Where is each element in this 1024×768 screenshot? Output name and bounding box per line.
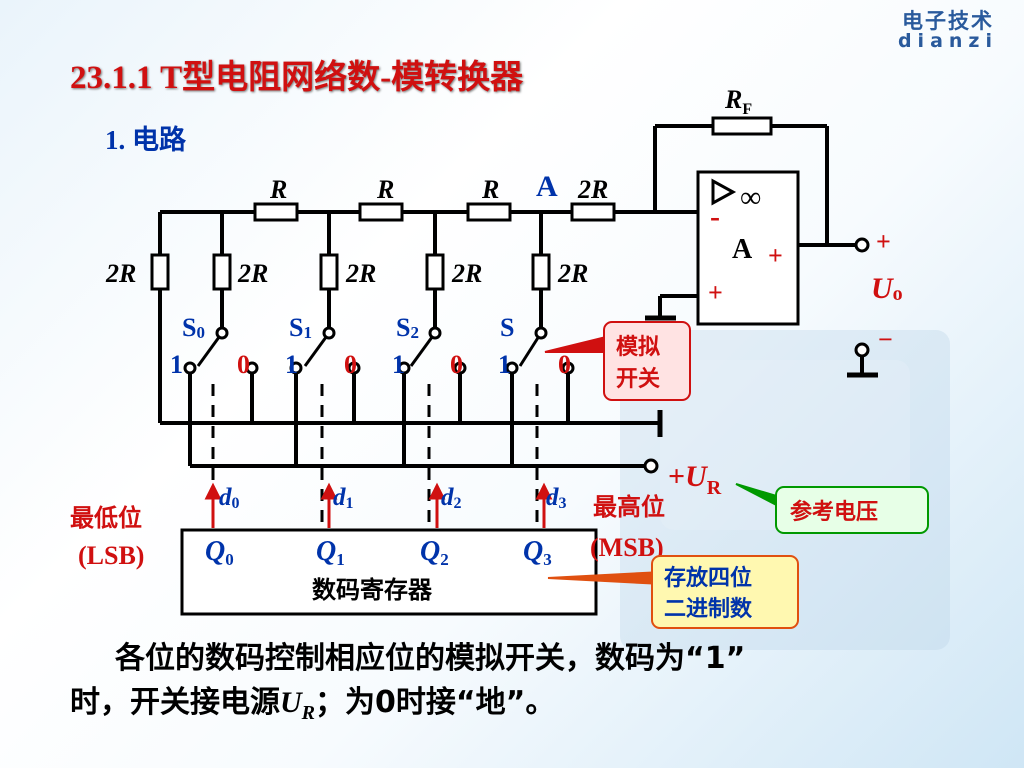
logo-line1: 电子技术 [901,9,994,33]
storage-text: 二进制数 [664,596,753,622]
output-terminal-plus [854,237,870,253]
control-dashes [211,384,539,530]
ur-terminal [643,458,659,474]
q-label: Q3 [523,536,552,569]
resistor-r [466,202,512,222]
opamp-plus-out: + [768,241,783,270]
analog-switch-text: 开关 [616,367,660,392]
resistor-2r [150,253,170,291]
switch-label: S1 [289,313,312,342]
switch-zero: 0 [344,350,357,379]
switch-one: 1 [498,350,511,379]
opamp-box [696,170,800,326]
lsb-label-cn: 最低位 [70,504,142,532]
q-label: Q2 [420,536,449,569]
r-label-2r: 2R [557,259,588,288]
resistors [150,116,773,291]
ground-symbols [645,315,878,437]
logo-line2: dianzi [897,30,998,53]
switch-label: S [500,313,514,342]
r-label-2r: 2R [105,259,136,288]
bit-label: d3 [546,484,567,512]
switch-zero: 0 [237,350,250,379]
register-box [180,528,598,616]
opamp-label: A [732,234,753,265]
opamp-infinity: ∞ [740,181,761,214]
rf-label: RF [724,85,752,118]
resistor-2r [425,253,445,291]
msb-label-en: (MSB) [590,533,664,562]
r-label: R [269,175,287,204]
opamp-minus: - [710,200,720,233]
node-a-label: A [536,170,558,203]
switch-one: 1 [392,350,405,379]
switch-label: S2 [396,313,419,342]
output-plus: + [876,227,891,256]
switch-one: 1 [285,350,298,379]
reference-text: 参考电压 [790,499,878,525]
output-voltage-label: Uo [871,272,903,305]
output-terminal-minus [854,342,870,358]
section-heading: 1. 电路 [105,125,186,155]
r-label: R [376,175,394,204]
opamp-triangle-icon [711,178,737,206]
register-label: 数码寄存器 [312,576,433,604]
description-line2: 时，开关接电源UR；为0时接“地”。 [70,685,556,724]
resistor-2r [212,253,232,291]
resistor-rf [711,116,773,136]
q-label: Q0 [205,536,234,569]
reference-callout [775,486,929,534]
ur-label: +UR [668,460,722,499]
r-label-2r: 2R [345,259,376,288]
analog-switch-text: 模拟 [616,335,660,360]
bit-label: d2 [441,484,462,512]
resistor-2r [570,202,616,222]
r-label: R [481,175,499,204]
bit-label: d0 [219,484,240,512]
msb-label-cn: 最高位 [593,493,665,521]
bit-arrows [204,482,553,528]
switch-zero: 0 [450,350,463,379]
storage-text: 存放四位 [664,565,752,591]
switches: S0 S1 S2 S 1 1 1 1 0 0 0 0 [170,313,575,379]
switch-label: S0 [182,313,205,342]
q-label: Q1 [316,536,345,569]
resistor-r [358,202,404,222]
resistor-r [253,202,299,222]
analog-switch-pointer [544,334,611,353]
switch-zero: 0 [558,350,571,379]
page-title: 23.1.1 T型电阻网络数-模转换器 [70,60,524,96]
bit-label: d1 [333,484,354,512]
lsb-label-en: (LSB) [78,541,144,570]
storage-callout [651,555,799,629]
opamp-plus-in: + [708,278,723,307]
wires [158,124,864,468]
output-minus: − [878,325,893,354]
r-label-2r: 2R [237,259,268,288]
r-label-2r: 2R [451,259,482,288]
description-line1: 各位的数码控制相应位的模拟开关，数码为“1” [115,641,746,676]
analog-switch-callout [603,321,691,401]
resistor-2r [319,253,339,291]
r-label-2r: 2R [577,175,608,204]
description: 各位的数码控制相应位的模拟开关，数码为“1” 时，开关接电源UR；为0时接“地”… [70,637,970,735]
logo: 电子技术 dianzi [898,10,998,52]
switch-one: 1 [170,350,183,379]
resistor-2r [531,253,551,291]
